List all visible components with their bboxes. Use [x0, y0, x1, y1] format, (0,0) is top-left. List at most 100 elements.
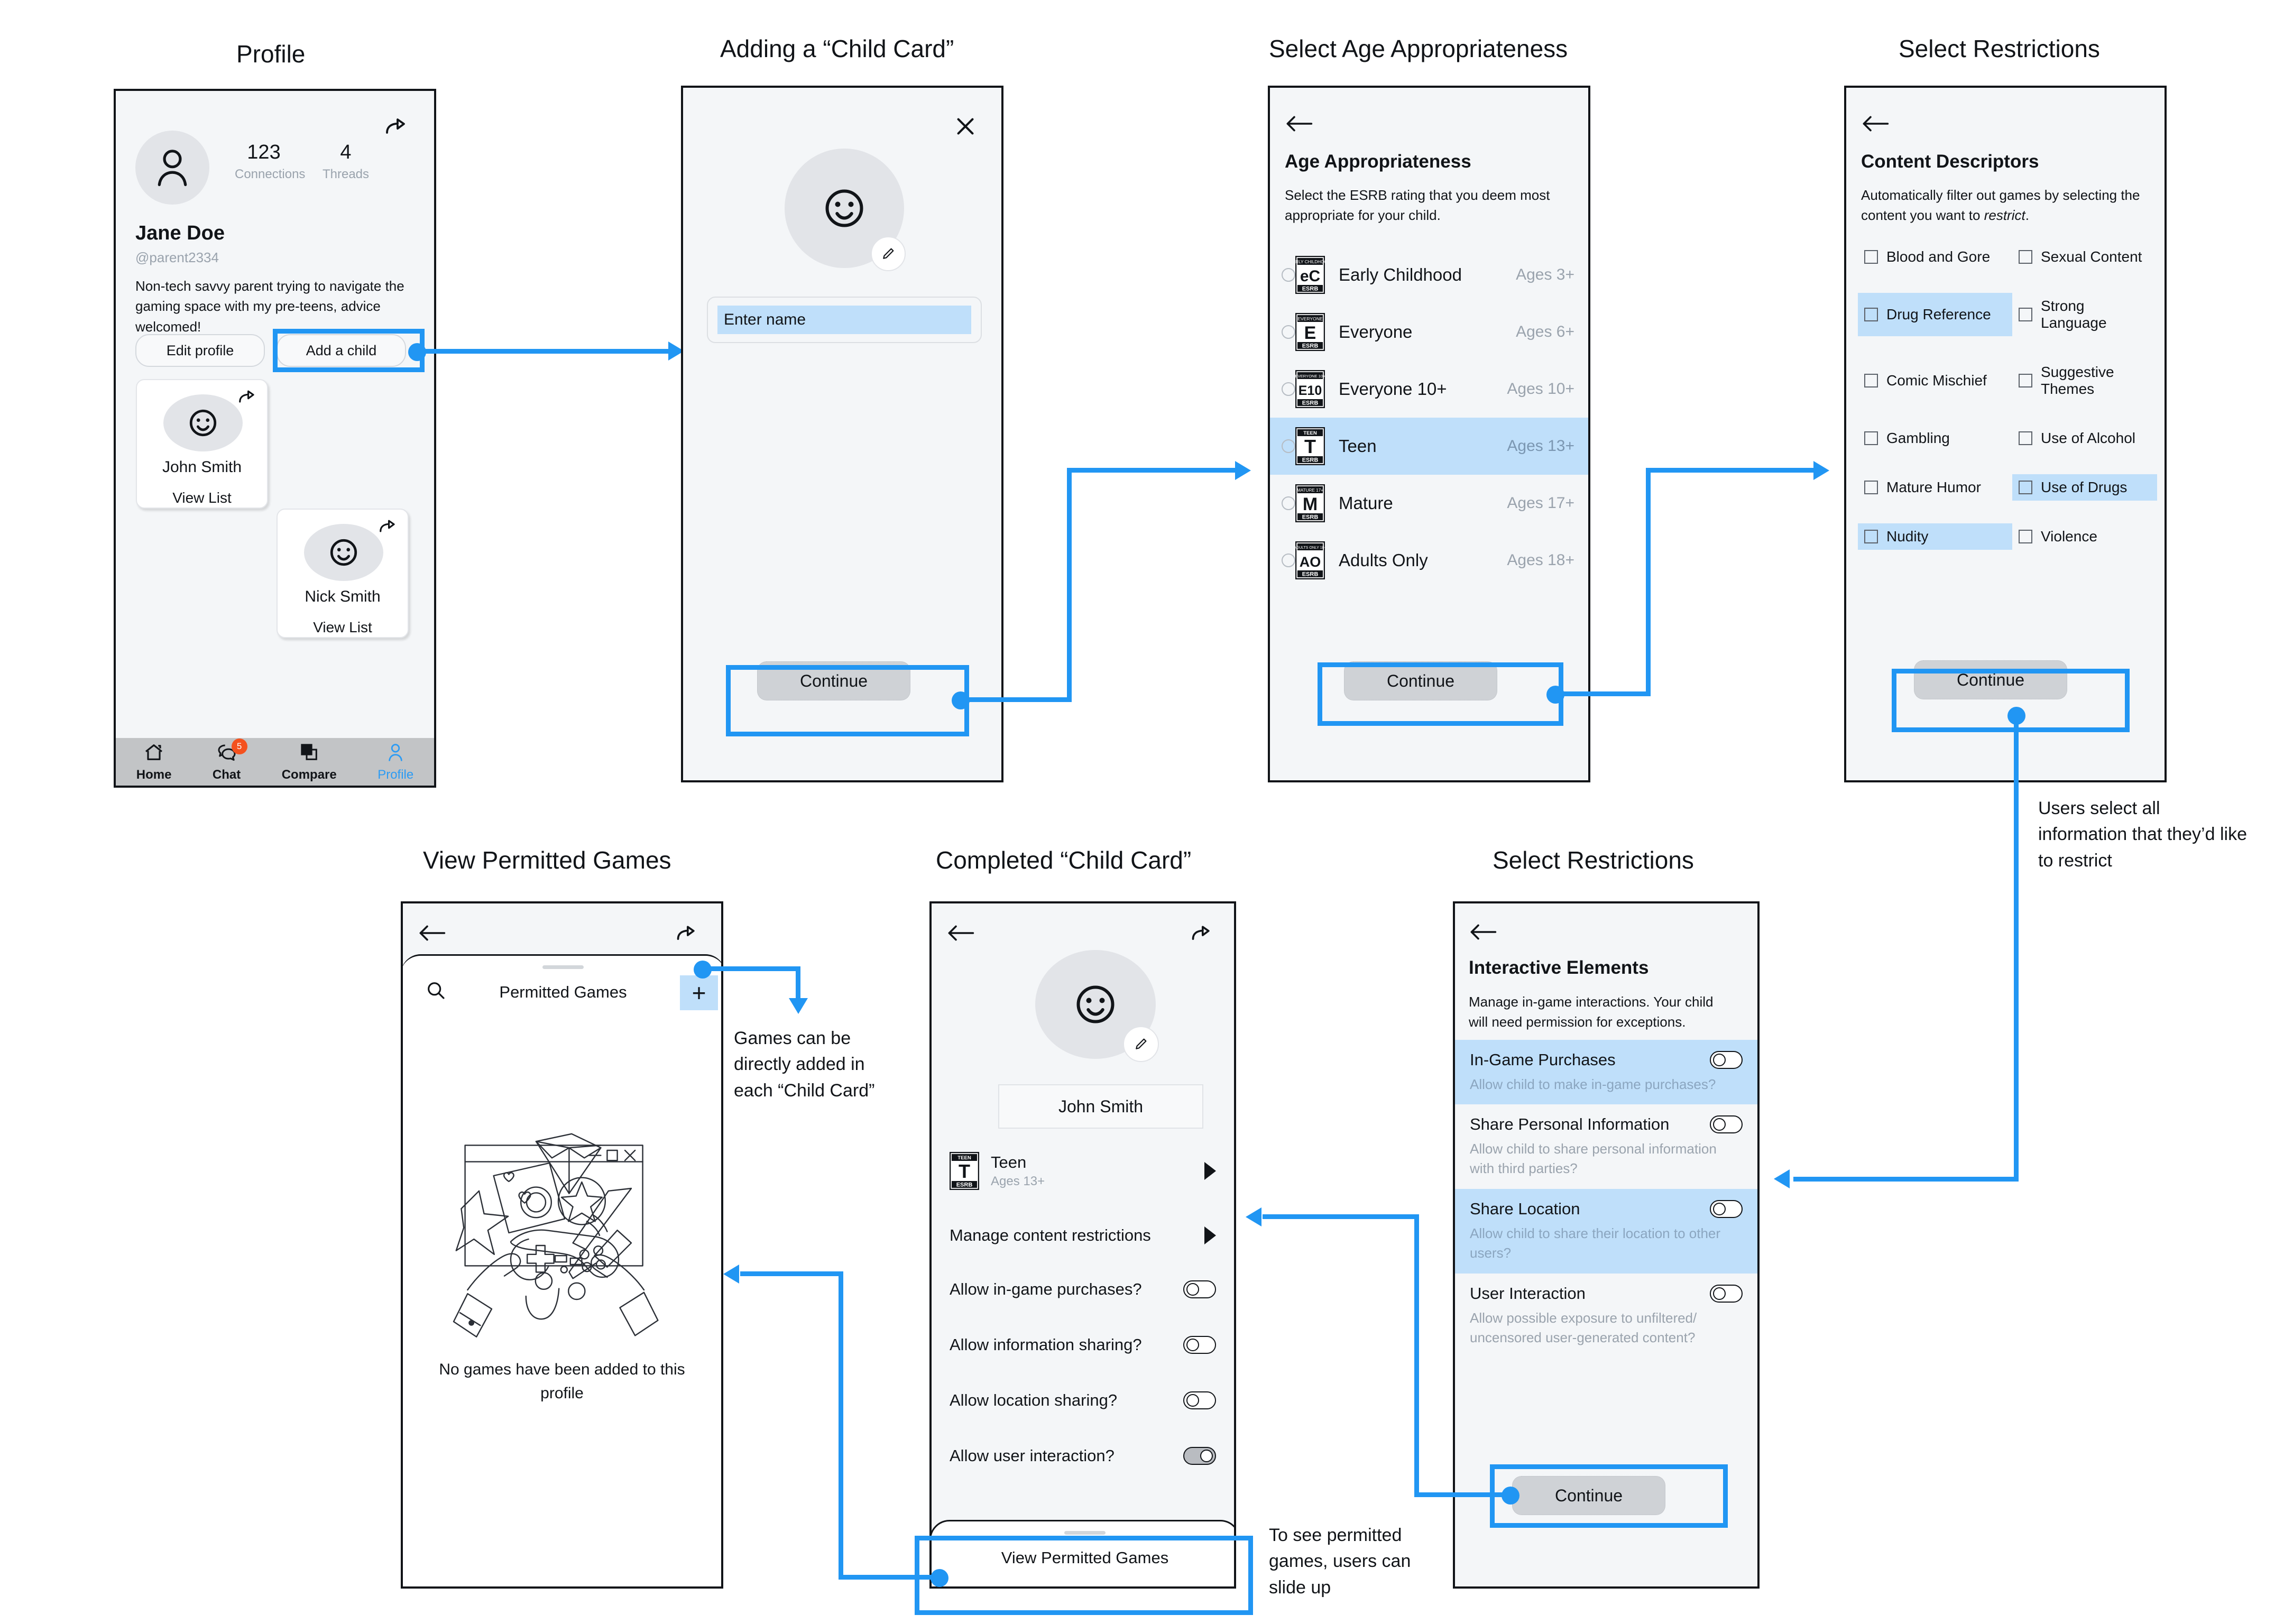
radio-button[interactable] — [1282, 496, 1295, 510]
sheet-grabber[interactable] — [542, 965, 584, 969]
radio-button[interactable] — [1282, 268, 1295, 282]
share-icon[interactable] — [1189, 922, 1215, 948]
search-icon[interactable] — [425, 980, 446, 1003]
checkbox[interactable] — [1864, 530, 1878, 543]
nav-item-profile[interactable]: Profile — [377, 742, 413, 782]
rating-summary-row[interactable]: TEEN T ESRB Teen Ages 13+ — [950, 1152, 1216, 1190]
toggle-row-user-interaction[interactable]: Allow user interaction? — [932, 1431, 1234, 1481]
interactive-row-user-interaction[interactable]: User Interaction Allow possible exposure… — [1455, 1274, 1757, 1358]
close-icon[interactable] — [953, 114, 978, 141]
descriptor-comic-mischief[interactable]: Comic Mischief — [1858, 359, 2012, 402]
flow-arrow — [1246, 1207, 1261, 1226]
view-permitted-games-sheet[interactable]: View Permitted Games — [932, 1520, 1234, 1586]
share-icon[interactable] — [674, 922, 700, 948]
descriptor-suggestive-themes[interactable]: Suggestive Themes — [2012, 359, 2157, 402]
descriptor-sexual-content[interactable]: Sexual Content — [2012, 244, 2157, 270]
radio-button[interactable] — [1282, 439, 1295, 453]
toggle-switch[interactable] — [1183, 1391, 1216, 1409]
pencil-icon[interactable] — [871, 236, 906, 271]
rating-row-everyone-10[interactable]: EVERYONE 10+ E10 ESRB Everyone 10+ Ages … — [1270, 361, 1588, 418]
manage-restrictions-row[interactable]: Manage content restrictions — [932, 1210, 1234, 1261]
nav-item-chat[interactable]: 5 Chat — [212, 738, 247, 782]
back-arrow-icon[interactable] — [1469, 921, 1497, 945]
interactive-row-share-personal-information[interactable]: Share Personal Information Allow child t… — [1455, 1104, 1757, 1189]
toggle-switch[interactable] — [1710, 1115, 1743, 1133]
toggle-switch[interactable] — [1183, 1280, 1216, 1298]
radio-button[interactable] — [1282, 325, 1295, 339]
toggle-row-location-sharing[interactable]: Allow location sharing? — [932, 1375, 1234, 1426]
rating-row-teen[interactable]: TEEN T ESRB Teen Ages 13+ — [1270, 418, 1588, 475]
checkbox[interactable] — [1864, 250, 1878, 264]
toggle-row-in-game-purchases[interactable]: Allow in-game purchases? — [932, 1264, 1234, 1315]
child-card-nick[interactable]: Nick Smith View List — [277, 509, 409, 638]
checkbox[interactable] — [1864, 431, 1878, 445]
checkbox[interactable] — [2019, 481, 2032, 494]
rating-row-early-childhood[interactable]: EARLY CHILDHOOD eC ESRB Early Childhood … — [1270, 246, 1588, 303]
nav-item-home[interactable]: Home — [136, 742, 171, 782]
svg-text:TEEN: TEEN — [957, 1155, 971, 1161]
checkbox[interactable] — [1864, 481, 1878, 494]
descriptor-blood-and-gore[interactable]: Blood and Gore — [1858, 244, 2012, 270]
rating-age: Ages 18+ — [1507, 551, 1574, 569]
descriptor-mature-humor[interactable]: Mature Humor — [1858, 474, 2012, 501]
back-arrow-icon[interactable] — [1861, 113, 1890, 137]
child-card-john[interactable]: John Smith View List — [136, 379, 268, 509]
add-game-button[interactable]: + — [680, 975, 718, 1010]
checkbox[interactable] — [1864, 308, 1878, 321]
view-list-link[interactable]: View List — [172, 490, 232, 506]
interactive-row-in-game-purchases[interactable]: In-Game Purchases Allow child to make in… — [1455, 1040, 1757, 1104]
edit-profile-button[interactable]: Edit profile — [135, 334, 265, 367]
descriptor-label: Nudity — [1886, 528, 1929, 545]
flow-line — [839, 1271, 843, 1580]
radio-button[interactable] — [1282, 382, 1295, 396]
child-name-field[interactable]: John Smith — [998, 1084, 1203, 1129]
page-title: Content Descriptors — [1861, 151, 2039, 172]
rating-row-adults-only[interactable]: ADULTS ONLY 18+ AO ESRB Adults Only Ages… — [1270, 532, 1588, 589]
profile-icon — [384, 742, 407, 765]
child-name-input[interactable]: Enter name — [707, 297, 982, 343]
descriptor-drug-reference[interactable]: Drug Reference — [1858, 293, 2012, 336]
share-icon[interactable] — [236, 387, 259, 410]
descriptor-violence[interactable]: Violence — [2012, 523, 2157, 550]
flow-line — [1263, 1214, 1417, 1219]
share-icon[interactable] — [383, 115, 410, 143]
back-arrow-icon[interactable] — [418, 922, 446, 946]
desc-text-italic: restrict — [1984, 207, 2025, 223]
smiley-icon — [304, 524, 383, 581]
add-a-child-button[interactable]: Add a child — [277, 334, 406, 367]
checkbox[interactable] — [2019, 250, 2032, 264]
toggle-switch[interactable] — [1710, 1051, 1743, 1069]
rating-row-everyone[interactable]: EVERYONE E ESRB Everyone Ages 6+ — [1270, 303, 1588, 361]
descriptor-nudity[interactable]: Nudity — [1858, 523, 2012, 550]
view-list-link[interactable]: View List — [313, 619, 372, 635]
descriptor-use-of-alcohol[interactable]: Use of Alcohol — [2012, 425, 2157, 451]
checkbox[interactable] — [2019, 308, 2032, 321]
nav-item-compare[interactable]: Compare — [282, 742, 337, 782]
flow-line — [1414, 1214, 1419, 1497]
svg-text:E: E — [1304, 323, 1316, 343]
back-arrow-icon[interactable] — [946, 922, 975, 946]
back-arrow-icon[interactable] — [1285, 113, 1313, 137]
toggle-switch[interactable] — [1710, 1285, 1743, 1303]
rating-row-mature[interactable]: MATURE 17+ M ESRB Mature Ages 17+ — [1270, 475, 1588, 532]
toggle-switch[interactable] — [1183, 1447, 1216, 1465]
descriptor-use-of-drugs[interactable]: Use of Drugs — [2012, 474, 2157, 501]
pencil-icon[interactable] — [1123, 1026, 1159, 1062]
toggle-row-information-sharing[interactable]: Allow information sharing? — [932, 1320, 1234, 1370]
descriptor-gambling[interactable]: Gambling — [1858, 425, 2012, 451]
share-icon[interactable] — [377, 517, 399, 540]
interactive-row-share-location[interactable]: Share Location Allow child to share thei… — [1455, 1189, 1757, 1274]
descriptor-strong-language[interactable]: Strong Language — [2012, 293, 2157, 336]
checkbox[interactable] — [1864, 374, 1878, 387]
checkbox[interactable] — [2019, 374, 2032, 387]
toggle-switch[interactable] — [1710, 1200, 1743, 1218]
continue-button[interactable]: Continue — [1344, 661, 1497, 700]
checkbox[interactable] — [2019, 530, 2032, 543]
continue-button[interactable]: Continue — [1512, 1476, 1665, 1515]
page-description: Select the ESRB rating that you deem mos… — [1285, 187, 1550, 223]
toggle-switch[interactable] — [1183, 1336, 1216, 1354]
sheet-grabber[interactable] — [1064, 1531, 1106, 1535]
nav-label: Chat — [212, 767, 241, 782]
checkbox[interactable] — [2019, 431, 2032, 445]
radio-button[interactable] — [1282, 553, 1295, 567]
